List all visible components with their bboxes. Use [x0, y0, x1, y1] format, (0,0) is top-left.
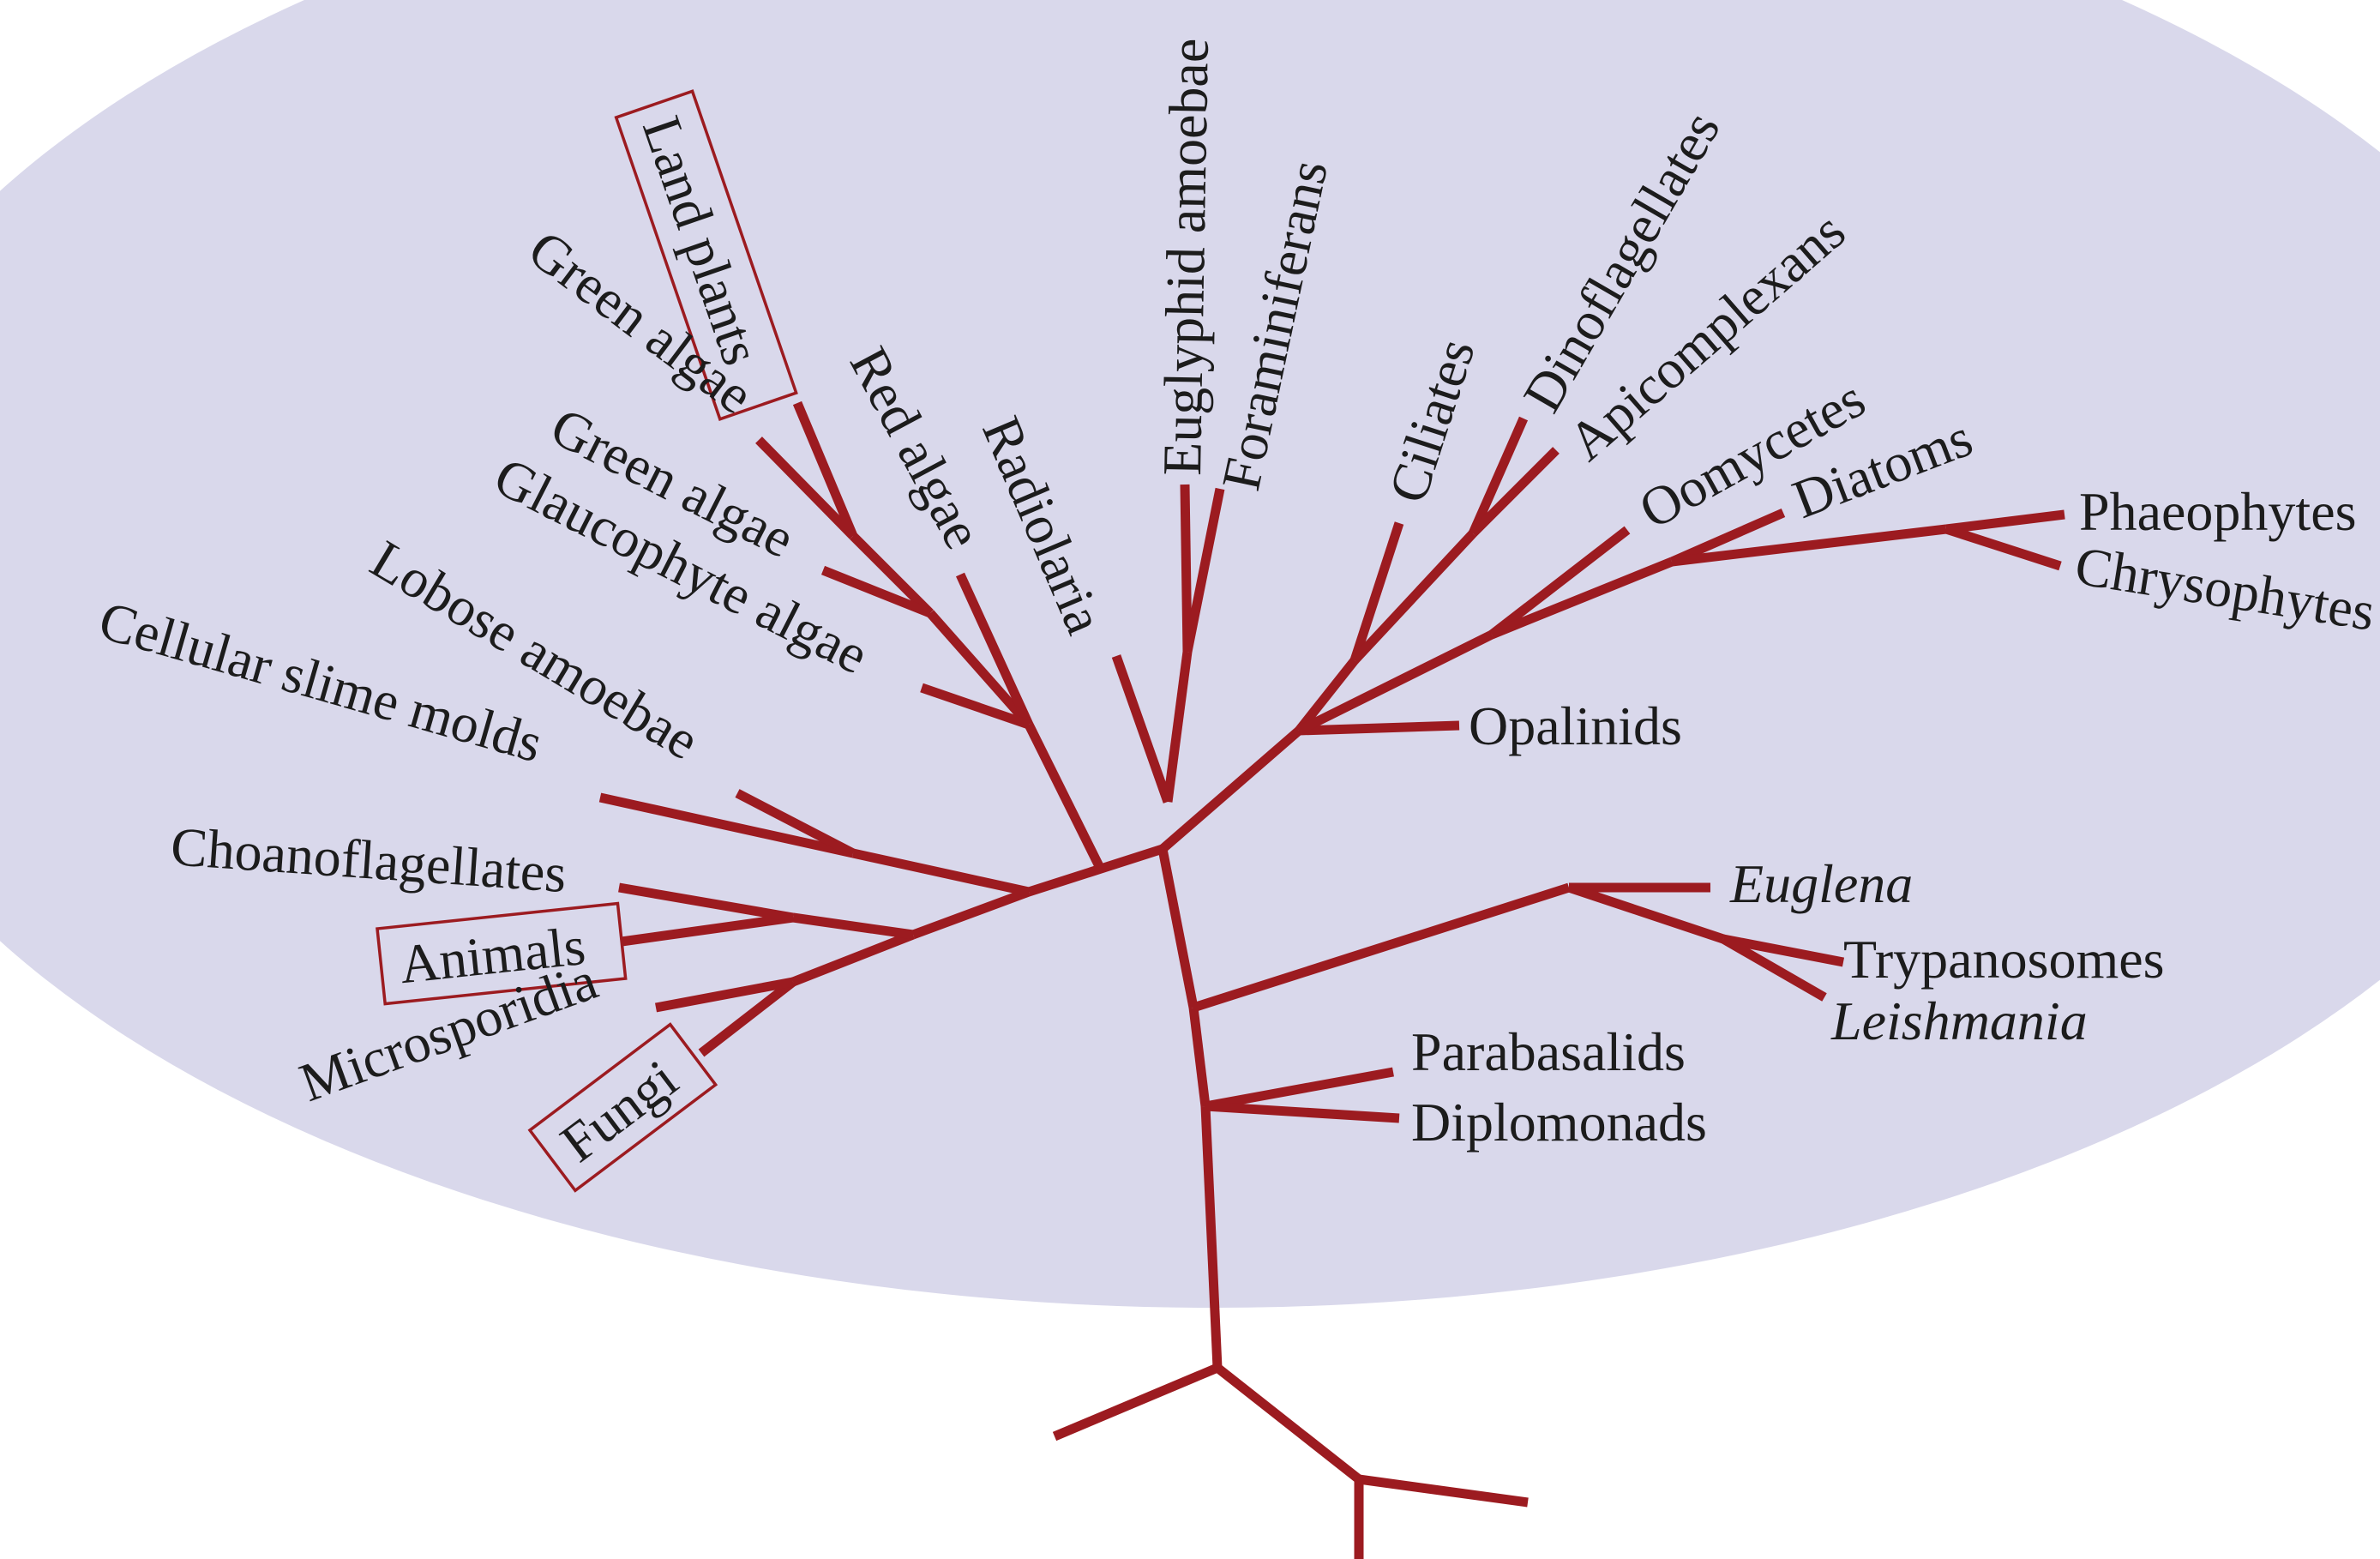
branch-to-fungi-group [790, 930, 916, 987]
land-plants-box [614, 89, 798, 421]
branch-trunk-lower [1200, 1105, 1223, 1369]
trypanosomes-label: Trypanosomes [1843, 929, 2165, 990]
branch-to-plants-clade [1025, 722, 1103, 869]
branch-trunk-mid [1188, 1007, 1211, 1107]
branch-to-alveolates [1295, 657, 1359, 734]
branch-to-brown-algae [1671, 524, 1947, 567]
branch-to-slime-molds [598, 792, 855, 858]
branch-to-glaucophytes [920, 683, 1031, 730]
branch-plants-clade-upper [926, 610, 1033, 728]
branch-to-chromalveolates [1159, 726, 1302, 853]
branch-to-oomycetes [1488, 526, 1631, 639]
parabasalids-label: Parabasalids [1411, 1021, 1686, 1082]
branch-to-animals [621, 912, 794, 947]
opalinids-label: Opalinids [1469, 695, 1682, 756]
tree-branches [598, 400, 2065, 1559]
branch-to-stramenopiles [1296, 630, 1494, 735]
branch-root-right [1214, 1363, 1362, 1484]
branch-to-green-algae-2 [820, 565, 933, 618]
branch-alveolates-upper [1350, 530, 1477, 664]
euglyphid-amoebae-label: Euglyphid amoebae [1151, 38, 1220, 476]
branch-to-diplomonads [1205, 1101, 1400, 1123]
branch-to-dinoflagellates [1468, 416, 1529, 536]
branch-root-lower-right [1358, 1474, 1529, 1508]
phaeophytes-label: Phaeophytes [2079, 481, 2357, 542]
diplomonads-label: Diplomonads [1411, 1092, 1707, 1153]
leishmania-label: Leishmania [1830, 990, 2088, 1051]
branch-to-red-algae [955, 572, 1034, 727]
branch-to-apicomplexans [1469, 447, 1560, 537]
animals-box [376, 901, 628, 1006]
branch-to-land-plants [792, 400, 858, 539]
branch-to-leishmania [1721, 935, 1827, 1002]
branch-stramenopiles-upper [1489, 557, 1674, 640]
branch-to-ciliates [1349, 521, 1404, 662]
branch-root-left [1052, 1363, 1220, 1442]
branch-to-opalinids [1298, 720, 1460, 736]
branch-to-lobose-amoebae [735, 789, 856, 858]
branch-to-animal-group [792, 912, 914, 940]
branch-to-green-algae-1 [755, 436, 856, 539]
euglena-label: Euglena [1729, 853, 1913, 914]
branch-green-lineage [850, 533, 934, 617]
branch-to-foraminiferans [1182, 487, 1225, 653]
branch-to-euglenozoa [1192, 882, 1571, 1013]
branch-to-euglyphid-amoebae [1180, 484, 1193, 653]
branch-left-lower [911, 887, 1031, 940]
branch-to-diatoms [1669, 508, 1786, 567]
fungi-box [527, 1022, 718, 1193]
branch-left-main [1027, 844, 1164, 897]
branch-to-phaeophytes [1945, 509, 2065, 534]
branch-to-fungi [698, 978, 796, 1057]
branch-trunk-upper [1157, 847, 1199, 1009]
branch-to-amoebozoa [851, 848, 1031, 897]
branch-to-radiolaria [1111, 654, 1173, 804]
branch-to-parabasalids [1205, 1067, 1394, 1111]
branch-to-choanoflagellates [618, 882, 794, 923]
branch-to-trypanosomes [1722, 934, 1845, 967]
branch-to-microsporidia [654, 977, 795, 1013]
branch-to-chrysophytes [1944, 524, 2062, 571]
branch-to-rhizaria [1163, 651, 1193, 803]
branch-to-kinetoplastids [1567, 882, 1725, 944]
